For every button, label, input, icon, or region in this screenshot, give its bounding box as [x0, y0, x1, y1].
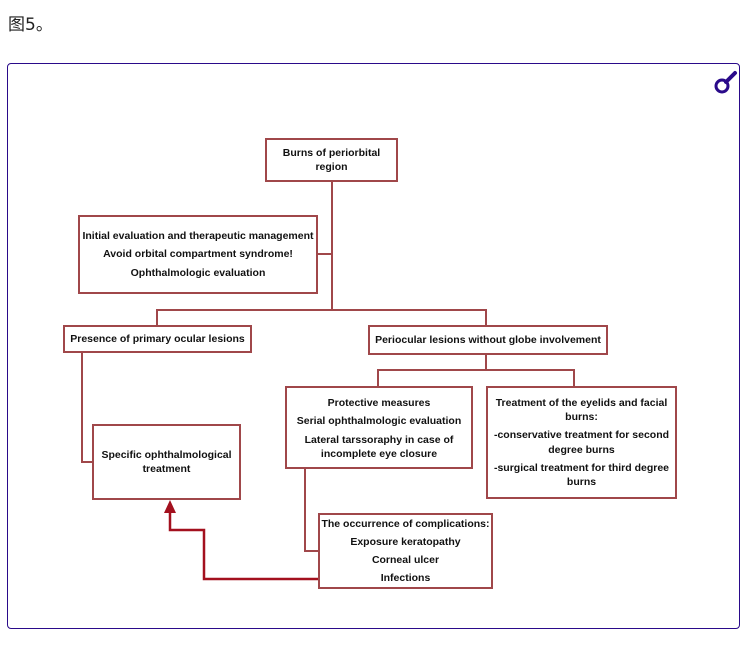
box-text: incomplete eye closure [320, 447, 438, 460]
box-text: Protective measures [327, 397, 431, 410]
box-text: Specific ophthalmological [101, 448, 232, 461]
box-complications: The occurrence of complications: Exposur… [318, 513, 493, 589]
connector-split [156, 309, 487, 327]
arrow-complications-to-specific [168, 510, 320, 581]
box-text: Initial evaluation and therapeutic manag… [82, 230, 314, 243]
box-eyelid-facial-treatment: Treatment of the eyelids and facial burn… [486, 386, 677, 499]
magnifier-icon[interactable] [713, 70, 739, 96]
box-text: burns [566, 475, 597, 488]
box-text: Infections [380, 572, 431, 585]
arrowhead [164, 500, 176, 513]
box-text: -conservative treatment for second [493, 429, 670, 442]
box-initial-evaluation: Initial evaluation and therapeutic manag… [78, 215, 318, 294]
box-primary-ocular-lesions: Presence of primary ocular lesions [63, 325, 252, 353]
box-protective-measures: Protective measures Serial ophthalmologi… [285, 386, 473, 469]
box-text: region [315, 161, 348, 173]
box-text: treatment [142, 463, 191, 475]
box-periocular-lesions: Periocular lesions without globe involve… [368, 325, 608, 355]
connector-periocular-split [377, 369, 575, 387]
box-text: Corneal ulcer [371, 554, 440, 566]
box-text: Periocular lesions without globe involve… [375, 333, 601, 346]
box-text: degree burns [548, 443, 615, 456]
box-text: Avoid orbital compartment syndrome! [103, 248, 293, 261]
box-text: Exposure keratopathy [350, 535, 461, 548]
box-text: Presence of primary ocular lesions [70, 332, 245, 345]
box-text: The occurrence of complications: [321, 517, 490, 530]
connector-protective-complications [304, 468, 320, 552]
connector-primary-specific [81, 352, 93, 463]
box-text: Burns of periorbital [282, 146, 381, 159]
box-text: Serial ophthalmologic evaluation [296, 415, 462, 428]
box-specific-treatment: Specific ophthalmological treatment [92, 424, 241, 500]
box-text: Ophthalmologic evaluation [130, 266, 266, 279]
figure-caption: 图5。 [8, 15, 53, 35]
box-text: burns: [565, 411, 598, 424]
box-text: Lateral tarssoraphy in case of [304, 433, 454, 446]
figure-frame [7, 63, 740, 629]
box-text: Treatment of the eyelids and facial [495, 396, 668, 409]
box-burns-periorbital: Burns of periorbital region [265, 138, 398, 182]
box-text: -surgical treatment for third degree [493, 461, 670, 474]
